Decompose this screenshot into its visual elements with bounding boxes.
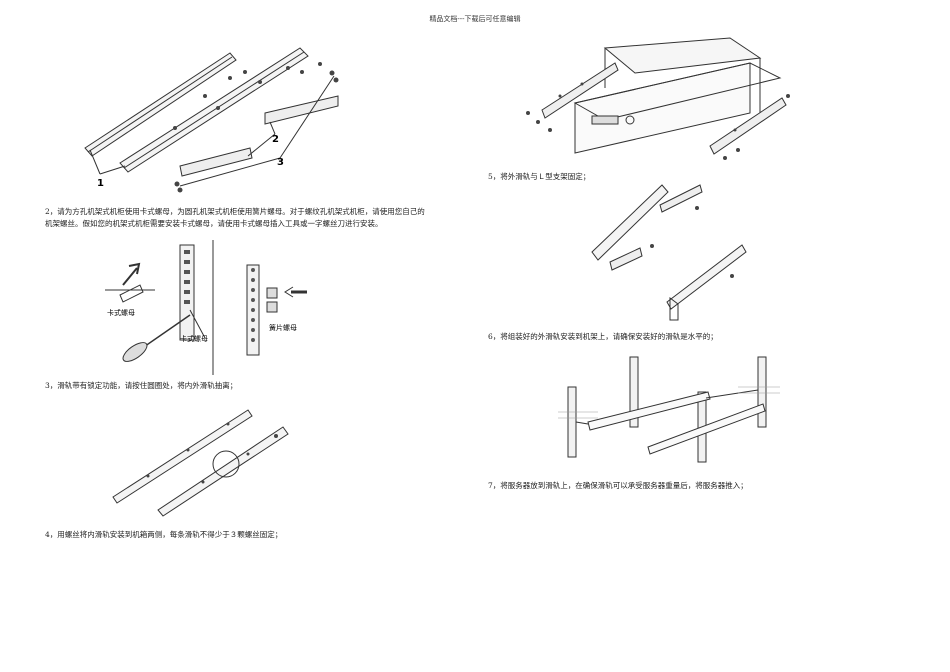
figure-server-with-rails <box>526 38 790 160</box>
figure-rails-in-rack <box>558 352 780 464</box>
figure-rail-kit-parts: 1 2 3 <box>80 38 339 193</box>
callout-3: 3 <box>277 157 284 168</box>
step-7-text: 7，将服务器放到滑轨上，在确保滑轨可以承受服务器重量后，将服务器推入； <box>488 481 748 490</box>
callout-1: 1 <box>97 178 104 189</box>
step-6-text: 6，将组装好的外滑轨安装到机架上，请确保安装好的滑轨是水平的； <box>488 332 718 341</box>
step-2-line-2: 机架螺丝。假如您的机架式机柜需要安装卡式螺母，请使用卡式螺母插入工具或一字螺丝刀… <box>45 219 383 228</box>
step-3-text: 3，滑轨带有锁定功能，请按住圆圈处，将内外滑轨抽离； <box>45 381 238 390</box>
label-clip-nut-center: 卡式螺母 <box>180 334 208 343</box>
callout-2: 2 <box>272 134 279 145</box>
step-5-text: 5，将外滑轨与Ｌ型支架固定； <box>488 172 591 181</box>
figure-separate-rails <box>108 402 293 512</box>
label-spring-nut: 簧片螺母 <box>269 323 297 332</box>
label-clip-nut-left: 卡式螺母 <box>107 308 135 317</box>
step-4-text: 4，用螺丝将内滑轨安装到机箱两侧，每条滑轨不得少于３颗螺丝固定； <box>45 530 283 539</box>
step-2-line-1: 2，请为方孔机架式机柜使用卡式螺母，为圆孔机架式机柜使用簧片螺母。对于螺纹孔机架… <box>45 207 425 216</box>
page-header: 精品文档---下载后可任意编辑 <box>429 15 521 23</box>
figure-cage-nut-install: 卡式螺母 卡式螺母 簧片螺母 <box>95 240 335 375</box>
figure-rail-l-bracket <box>582 180 747 330</box>
